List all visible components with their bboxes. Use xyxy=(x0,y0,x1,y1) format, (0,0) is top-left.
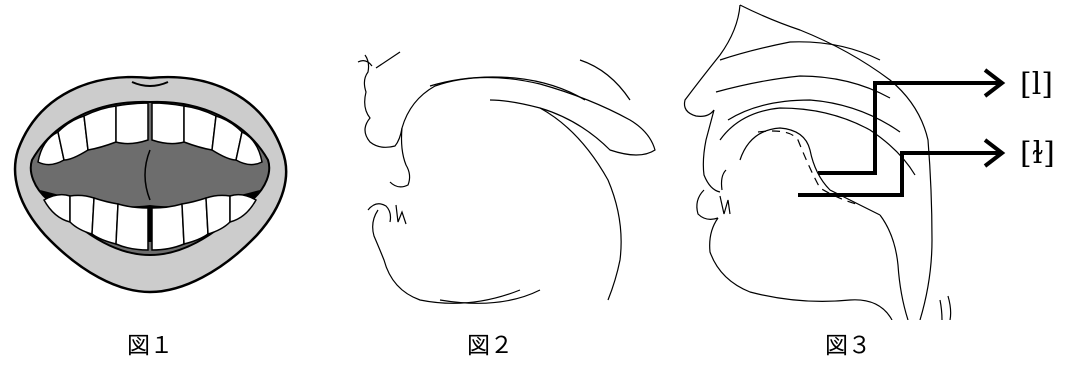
head-outline xyxy=(684,5,950,320)
caption-figure-2: 図２ xyxy=(430,326,550,360)
arrow-dark-l xyxy=(798,140,1002,195)
caption-figure-1: 図１ xyxy=(90,326,210,360)
label-clear-l: [l] xyxy=(1020,67,1053,102)
figure-2-oral-cavity xyxy=(340,0,670,320)
arrow-clear-l xyxy=(818,70,1002,173)
caption-figure-3: 図３ xyxy=(788,326,908,360)
figure-1-mouth xyxy=(0,0,300,320)
label-dark-l: [ɫ] xyxy=(1020,136,1055,171)
oral-cavity-outline xyxy=(358,52,655,303)
